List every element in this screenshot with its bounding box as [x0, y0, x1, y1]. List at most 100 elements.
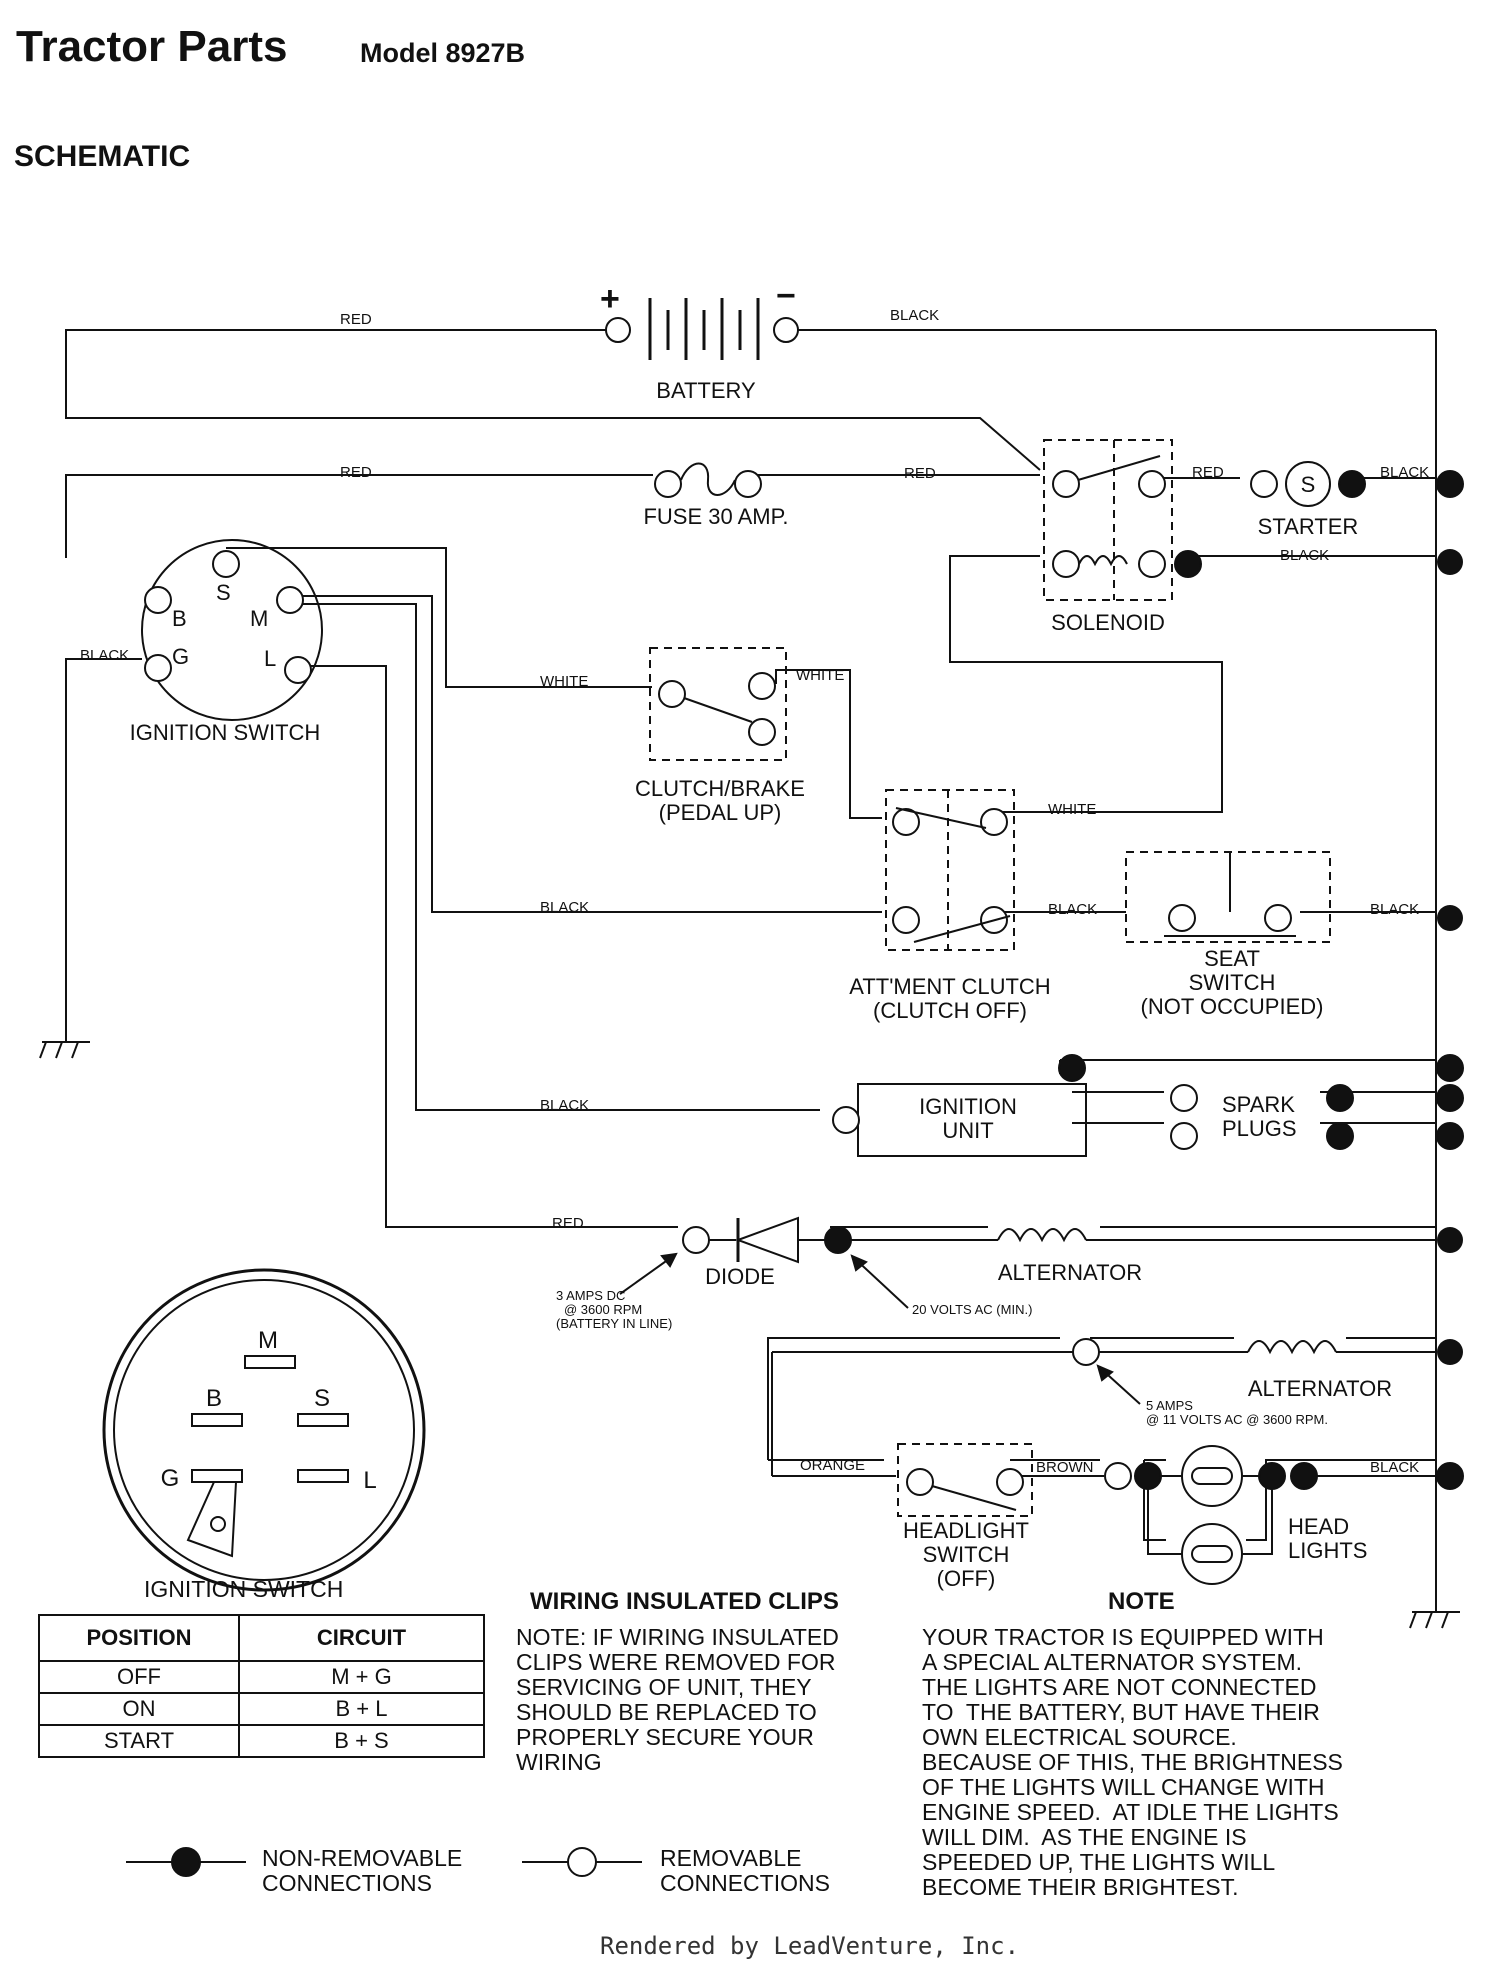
wire-ground-black: [65, 658, 142, 1042]
ignition-unit-sublabel: UNIT: [942, 1118, 993, 1143]
legend-removable: REMOVABLE CONNECTIONS: [660, 1845, 830, 1896]
wire-label-white: WHITE: [1048, 801, 1096, 818]
alternator-2-label: ALTERNATOR: [1248, 1376, 1392, 1401]
legend-non-removable: NON-REMOVABLE CONNECTIONS: [262, 1845, 463, 1896]
wire-black-ignition: [302, 603, 820, 1111]
clutch-brake-switch: [649, 647, 787, 761]
column-header: POSITION: [38, 1614, 240, 1662]
note-body: YOUR TRACTOR IS EQUIPPED WITH A SPECIAL …: [922, 1624, 1343, 1900]
wire-label-red: RED: [904, 465, 936, 482]
ignition-switch-face: [102, 1268, 426, 1592]
table-cell: START: [38, 1724, 240, 1758]
table-cell: ON: [38, 1692, 240, 1726]
wire-label-red: RED: [552, 1215, 584, 1232]
column-header: CIRCUIT: [238, 1614, 485, 1662]
bus-connection: [1437, 905, 1463, 931]
table-header-row: POSITION CIRCUIT: [38, 1614, 485, 1662]
starter-motor: [1250, 461, 1464, 507]
diode-note-1: 3 AMPS DC: [556, 1288, 625, 1303]
bus-connection: [1437, 1339, 1463, 1365]
spark-plugs-sublabel: PLUGS: [1222, 1116, 1297, 1141]
wire-label-black: BLACK: [1280, 547, 1329, 564]
diode-label: DIODE: [705, 1264, 775, 1289]
diode-note-3: (BATTERY IN LINE): [556, 1316, 672, 1331]
terminal-b: B: [172, 606, 187, 631]
wire-red-diode: [298, 665, 678, 1228]
ignition-switch-label: IGNITION SWITCH: [130, 720, 321, 745]
table-row: START B + S: [38, 1724, 485, 1758]
wire-label-black: BLACK: [1370, 1459, 1419, 1476]
ground-symbol-right: [1409, 1611, 1460, 1629]
alternator-1-label: ALTERNATOR: [998, 1260, 1142, 1285]
wire-black-att: [302, 595, 882, 913]
alternator-2-note-2: @ 11 VOLTS AC @ 3600 RPM.: [1146, 1412, 1328, 1427]
alternator-1-coil: [850, 1228, 1436, 1243]
seat-switch-label: SEAT: [1204, 946, 1260, 971]
table-row: ON B + L: [38, 1692, 485, 1726]
ignition-unit: [832, 1054, 1464, 1157]
battery: [605, 298, 799, 360]
clutch-brake-sublabel: (PEDAL UP): [659, 800, 782, 825]
starter-label: STARTER: [1258, 514, 1359, 539]
alternator-1-note: 20 VOLTS AC (MIN.): [912, 1302, 1032, 1317]
face-terminal-l: L: [363, 1467, 376, 1494]
page-title: Tractor Parts: [16, 22, 288, 71]
wire-label-red: RED: [1192, 464, 1224, 481]
starter-symbol: S: [1301, 472, 1316, 497]
ignition-switch: [141, 539, 323, 721]
terminal-s: S: [216, 580, 231, 605]
wire-solenoid-coil: [949, 555, 1223, 813]
battery-minus: −: [776, 277, 796, 315]
table-cell: B + S: [238, 1724, 485, 1758]
att-clutch-label: ATT'MENT CLUTCH: [849, 974, 1050, 999]
non-removable-connection-icon: [171, 1847, 201, 1877]
solenoid: [1043, 439, 1202, 601]
spark-plugs-label: SPARK: [1222, 1092, 1295, 1117]
att-clutch-sublabel: (CLUTCH OFF): [873, 998, 1027, 1023]
seat-switch: [1125, 851, 1331, 943]
wire-fuse-left: [65, 474, 653, 558]
wire-label-white: WHITE: [540, 673, 588, 690]
switch-face-label: IGNITION SWITCH: [144, 1576, 344, 1602]
clips-note: NOTE: IF WIRING INSULATED CLIPS WERE REM…: [516, 1624, 839, 1775]
face-terminal-s: S: [314, 1385, 330, 1412]
table-row: OFF M + G: [38, 1660, 485, 1694]
headlights-label: HEAD: [1288, 1514, 1349, 1539]
bus-connection: [1437, 549, 1463, 575]
footer-credit: Rendered by LeadVenture, Inc.: [600, 1932, 1020, 1960]
face-terminal-m: M: [258, 1327, 278, 1354]
removable-connection-icon: [567, 1847, 597, 1877]
wire-label-black: BLACK: [890, 307, 939, 324]
face-terminal-b: B: [206, 1385, 222, 1412]
ground-symbol-left: [39, 1041, 90, 1059]
terminal-m: M: [250, 606, 268, 631]
note-title: NOTE: [1108, 1588, 1175, 1615]
wire-label-black: BLACK: [540, 1097, 589, 1114]
table-cell: OFF: [38, 1660, 240, 1694]
wire-label-black: BLACK: [80, 647, 129, 664]
terminal-l: L: [264, 646, 276, 671]
attachment-clutch-switch: [885, 789, 1015, 951]
wire-label-black: BLACK: [1048, 901, 1097, 918]
wire-label-orange: ORANGE: [800, 1457, 865, 1474]
bus-connection: [1437, 1227, 1463, 1253]
battery-plus: +: [600, 280, 620, 318]
headlight-switch-state: (OFF): [937, 1566, 996, 1591]
headlight-switch: [772, 1443, 1104, 1517]
wire-white-att: [775, 669, 882, 819]
wire-label-black: BLACK: [540, 899, 589, 916]
wire-battery-red: [65, 329, 1041, 471]
diode: [682, 1216, 852, 1264]
solenoid-label: SOLENOID: [1051, 610, 1165, 635]
section-title: SCHEMATIC: [14, 140, 191, 173]
wire-label-brown: BROWN: [1036, 1459, 1094, 1476]
face-terminal-g: G: [161, 1465, 180, 1492]
terminal-g: G: [172, 644, 189, 669]
fuse-label: FUSE 30 AMP.: [643, 504, 788, 529]
headlights: [1104, 1445, 1464, 1585]
wire-label-red: RED: [340, 311, 372, 328]
battery-label: BATTERY: [656, 378, 756, 403]
ignition-unit-label: IGNITION: [919, 1094, 1017, 1119]
alternator-2-note-1: 5 AMPS: [1146, 1398, 1193, 1413]
